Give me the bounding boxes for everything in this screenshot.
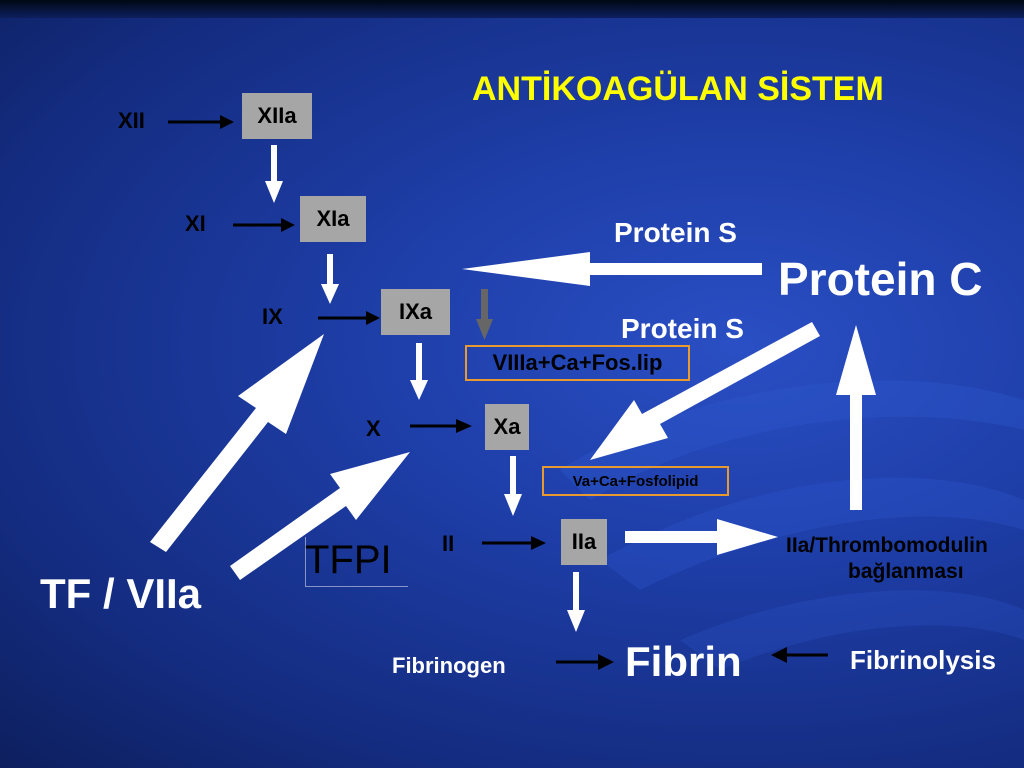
tf-viia-arrows <box>150 334 410 580</box>
factor-ii: II <box>442 531 455 556</box>
white-vertical-arrows <box>265 145 585 632</box>
thrombomodulin-label-line2: bağlanması <box>848 560 964 583</box>
protein-c-arrows <box>462 252 876 555</box>
factor-xi: XI <box>185 211 206 236</box>
tfpi-label-box <box>305 537 408 587</box>
protein-c-label: Protein C <box>778 253 983 305</box>
tf-viia-label: TF / VIIa <box>40 570 202 617</box>
protein-s-label-1: Protein S <box>614 217 737 248</box>
fibrinolysis-label: Fibrinolysis <box>850 645 996 675</box>
top-band <box>0 0 1024 18</box>
factor-x: X <box>366 416 381 441</box>
factor-xii: XII <box>118 108 145 133</box>
factor-ix: IX <box>262 304 283 329</box>
factor-ixa-box: IXa <box>381 289 450 335</box>
factor-xia-box: XIa <box>300 196 366 242</box>
factor-xiia-box: XIIa <box>242 93 312 139</box>
tfpi-label: TFPI <box>305 538 392 582</box>
factor-xa-box: Xa <box>485 404 529 450</box>
gray-arrow-viiia <box>476 289 493 340</box>
fibrinogen-label: Fibrinogen <box>392 653 506 678</box>
cofactor-va-box: Va+Ca+Fosfolipid <box>542 466 729 496</box>
slide-title: ANTİKOAGÜLAN SİSTEM <box>472 70 884 108</box>
fibrin-label: Fibrin <box>625 638 742 685</box>
cofactor-viiia-box: VIIIa+Ca+Fos.lip <box>465 345 690 381</box>
protein-s-label-2: Protein S <box>621 313 744 344</box>
thrombomodulin-label-line1: IIa/Thrombomodulin <box>786 534 988 557</box>
factor-iia-box: IIa <box>561 519 607 565</box>
black-arrows <box>168 115 828 670</box>
